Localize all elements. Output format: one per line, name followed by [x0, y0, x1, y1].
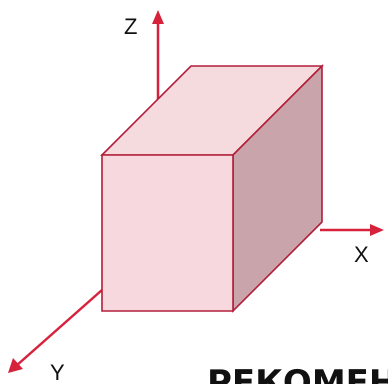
cuboid-front-face: [101, 154, 234, 312]
bottom-caption: РЕКОМЕН: [207, 363, 388, 384]
x-axis-label: X: [354, 242, 369, 267]
z-axis-label: Z: [124, 14, 137, 39]
y-axis-line: [15, 289, 103, 367]
x-axis-arrowhead: [370, 224, 384, 236]
z-axis-arrowhead: [152, 10, 164, 24]
y-axis-label: Y: [50, 360, 65, 384]
y-axis-arrowhead: [8, 358, 23, 373]
